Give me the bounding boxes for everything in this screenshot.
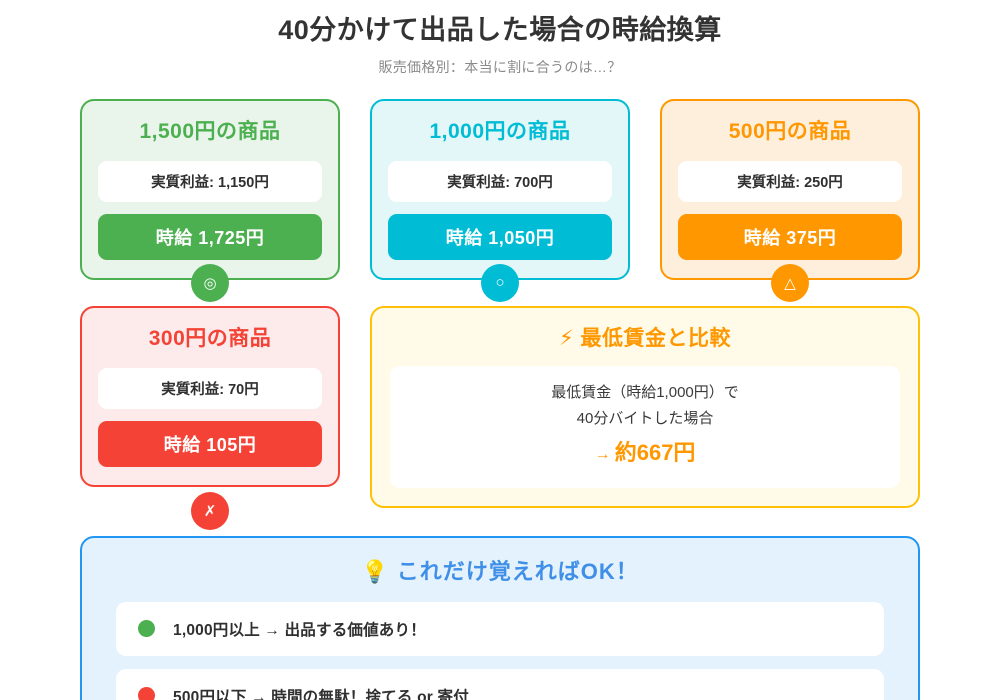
cross-rank-badge: ✗ [191,491,229,530]
price-card-heading: 1,000円の商品 [429,119,571,143]
price-card-row-top: 1,500円の商品 実質利益: 1,150円 時給 1,725円 ◎ 1,000… [0,77,1000,302]
page-title: 40分かけて出品した場合の時給換算 [278,15,722,45]
price-card-heading: 300円の商品 [148,326,272,350]
price-card-wrapper-500: 500円の商品 実質利益: 250円 時給 375円 △ [660,98,920,302]
circle-rank-badge: ○ [481,263,519,302]
summary-box: 💡 これだけ覚えればOK！ 1,000円以上 → 出品する価値あり！ 500円以… [80,535,920,700]
comparison-result-row: → 約667円 [400,434,890,471]
net-profit-value: 実質利益: 1,150円 [98,160,322,202]
hourly-wage-value: 時給 105円 [98,420,322,467]
comparison-line-2: 40分バイトした場合 [576,410,714,427]
list-item: 1,000円以上 → 出品する価値あり！ [116,601,884,656]
comparison-title: ⚡ 最低賃金と比較 [558,326,732,350]
comparison-line-1: 最低賃金（時給1,000円）で [551,383,739,401]
net-profit-value: 実質利益: 70円 [98,367,322,409]
price-card-wrapper-300: 300円の商品 実質利益: 70円 時給 105円 ✗ [80,305,340,530]
summary-row-text: 500円以下 → 時間の無駄！捨てる or 寄付 [173,688,469,700]
arrow-icon: → [594,446,611,464]
summary-wrapper: 💡 これだけ覚えればOK！ 1,000円以上 → 出品する価値あり！ 500円以… [0,508,1000,700]
summary-title: 💡 これだけ覚えればOK！ [361,558,639,584]
price-card-1000[interactable]: 1,000円の商品 実質利益: 700円 時給 1,050円 [370,98,630,280]
comparison-inner-panel: 最低賃金（時給1,000円）で 40分バイトした場合 → 約667円 [390,365,900,488]
price-card-row-middle: 300円の商品 実質利益: 70円 時給 105円 ✗ ⚡ 最低賃金と比較 最低… [0,280,1000,530]
hourly-wage-value: 時給 375円 [678,213,902,260]
comparison-result-amount: 約667円 [614,440,696,466]
red-status-dot [138,687,155,700]
price-card-wrapper-1000: 1,000円の商品 実質利益: 700円 時給 1,050円 ○ [370,98,630,302]
hourly-wage-value: 時給 1,725円 [98,213,322,260]
page-subtitle: 販売価格別：本当に割に合うのは…？ [378,58,622,75]
list-item: 500円以下 → 時間の無駄！捨てる or 寄付 [116,668,884,700]
summary-row-text: 1,000円以上 → 出品する価値あり！ [173,621,426,639]
price-card-500[interactable]: 500円の商品 実質利益: 250円 時給 375円 [660,98,920,280]
comparison-wrapper: ⚡ 最低賃金と比較 最低賃金（時給1,000円）で 40分バイトした場合 → 約… [370,305,920,508]
triangle-rank-badge: △ [771,263,809,302]
net-profit-value: 実質利益: 700円 [388,160,612,202]
double-circle-rank-badge: ◎ [191,263,229,302]
header: 40分かけて出品した場合の時給換算 販売価格別：本当に割に合うのは…？ [0,0,1000,77]
minimum-wage-comparison-box: ⚡ 最低賃金と比較 最低賃金（時給1,000円）で 40分バイトした場合 → 約… [370,305,920,508]
price-card-heading: 500円の商品 [728,119,852,143]
net-profit-value: 実質利益: 250円 [678,160,902,202]
price-card-heading: 1,500円の商品 [139,119,281,143]
hourly-wage-value: 時給 1,050円 [388,213,612,260]
green-status-dot [138,620,155,638]
price-card-300[interactable]: 300円の商品 実質利益: 70円 時給 105円 [80,305,340,487]
price-card-wrapper-1500: 1,500円の商品 実質利益: 1,150円 時給 1,725円 ◎ [80,98,340,302]
price-card-1500[interactable]: 1,500円の商品 実質利益: 1,150円 時給 1,725円 [80,98,340,280]
